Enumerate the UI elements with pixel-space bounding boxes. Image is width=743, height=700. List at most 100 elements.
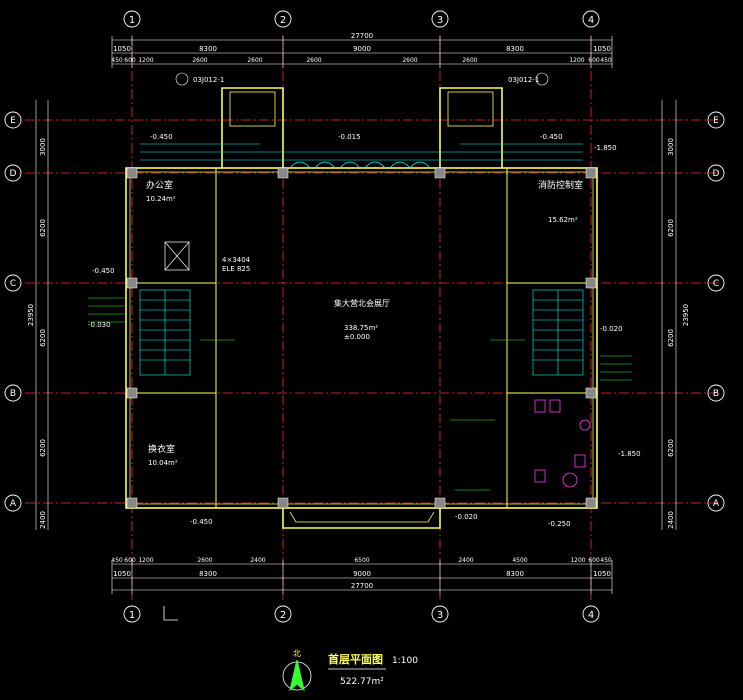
dim-top-detail-4: 2600 [192,57,207,64]
total-area: 522.77m² [340,677,384,687]
dim-bottom-seg-1: 1050 [113,570,131,578]
dim-bottom-detail-8: 4500 [512,557,527,564]
dim-right-seg-3: 6200 [667,329,675,347]
dim-top-seg-4: 8300 [506,45,524,53]
section-mark [163,606,178,621]
dim-bottom-detail-3: 1200 [138,557,153,564]
dim-bottom-detail-5: 2400 [250,557,265,564]
dim-top-detail-8: 2600 [462,57,477,64]
dim-top-detail-9: 1200 [569,57,584,64]
dimension-lines [35,39,677,591]
room-hall-level: ±0.000 [344,333,370,341]
axis-label-row-e-left: E [10,116,16,126]
dim-top-seg-1: 1050 [113,45,131,53]
north-label: 北 [293,649,301,658]
entrance-doors [289,161,431,169]
level-mark-9: -0.450 [190,518,213,526]
dim-top-detail-10: 600 [588,57,600,64]
dim-top-seg-5: 1050 [593,45,611,53]
annotation-leaders [200,339,525,491]
restroom-fixtures [534,399,591,488]
dim-top-detail-6: 2600 [306,57,321,64]
dim-top-seg-3: 9000 [353,45,371,53]
level-mark-3: -0.450 [540,133,563,141]
level-mark-10: -0.020 [455,513,478,521]
drawing-scale: 1:100 [392,656,418,666]
dim-bottom-seg-4: 8300 [506,570,524,578]
axis-label-row-a-right: A [713,499,720,509]
dimension-ticks [111,36,613,594]
level-mark-4: -1.850 [594,144,617,152]
room-fire-control-area: 15.62m² [548,216,578,224]
level-mark-11: -0.250 [548,520,571,528]
grid-lines [25,35,718,600]
room-changing-area: 10.04m² [148,459,178,467]
elevator-label: 4×3404 [222,256,251,264]
dim-top-detail-3: 1200 [138,57,153,64]
room-fire-control-name: 消防控制室 [538,179,583,191]
dim-right-seg-5: 2400 [667,511,675,529]
detail-ref-bubble-right [535,72,549,86]
axis-label-col-4-top: 4 [588,15,594,26]
axis-label-row-d-left: D [10,169,17,179]
dim-total-bottom: 27700 [351,582,373,590]
dim-bottom-seg-2: 8300 [199,570,217,578]
dim-left-seg-2: 6200 [39,219,47,237]
axis-label-col-4-bottom: 4 [588,610,594,621]
level-mark-8: -1.850 [618,450,641,458]
structural-columns [126,167,597,509]
front-steps [140,143,583,161]
dim-total-top: 27700 [351,32,373,40]
row-axis-bubbles [4,111,725,512]
room-hall-area: 338.75m² [344,324,378,332]
axis-label-row-d-right: D [713,169,720,179]
north-arrow: 北 [282,649,312,692]
dim-left-total: 23950 [27,304,35,326]
dim-bottom-seg-3: 9000 [353,570,371,578]
axis-label-row-c-left: C [10,279,16,289]
dim-left-seg-3: 6200 [39,329,47,347]
level-mark-6: -0.030 [88,321,111,329]
dim-top-detail-7: 2600 [402,57,417,64]
elevator-shaft [164,241,190,271]
detail-ref-right: 03J012-1 [508,76,539,84]
axis-label-col-2-top: 2 [280,15,286,26]
elevator-level: ELE 825 [222,265,250,273]
level-mark-5: -0.450 [92,267,115,275]
room-office-area: 10.24m² [146,195,176,203]
right-stair [532,289,584,376]
axis-label-col-2-bottom: 2 [280,610,286,621]
detail-ref-left: 03J012-1 [193,76,224,84]
dim-bottom-detail-1: 450 [111,557,123,564]
dim-bottom-seg-5: 1050 [593,570,611,578]
drawing-title: 首层平面图 [328,652,383,666]
dim-right-seg-2: 6200 [667,219,675,237]
axis-label-row-c-right: C [713,279,719,289]
room-hall-name: 集大营北会展厅 [334,298,390,308]
dim-left-seg-5: 2400 [39,511,47,529]
axis-label-col-3-top: 3 [437,15,443,26]
dim-left-seg-1: 3000 [39,138,47,156]
level-mark-7: -0.020 [600,325,623,333]
room-office-name: 办公室 [146,179,173,191]
dim-bottom-detail-9: 2400 [458,557,473,564]
side-stairs [88,297,632,381]
dim-top-detail-1: 450 [111,57,123,64]
level-mark-1: -0.450 [150,133,173,141]
dim-bottom-detail-4: 2600 [197,557,212,564]
dim-right-seg-1: 3000 [667,138,675,156]
building-walls [125,87,598,529]
axis-label-row-e-right: E [713,116,719,126]
axis-label-col-3-bottom: 3 [437,610,443,621]
dim-right-seg-4: 6200 [667,439,675,457]
dim-bottom-detail-10: 1200 [570,557,585,564]
dim-right-total: 23950 [682,304,690,326]
dim-top-detail-5: 2600 [247,57,262,64]
dim-top-detail-11: 450 [600,57,612,64]
axis-label-col-1-bottom: 1 [129,610,135,621]
dim-left-seg-4: 6200 [39,439,47,457]
column-axis-bubbles [123,10,600,623]
left-stair [139,289,191,376]
axis-label-col-1-top: 1 [129,15,135,26]
